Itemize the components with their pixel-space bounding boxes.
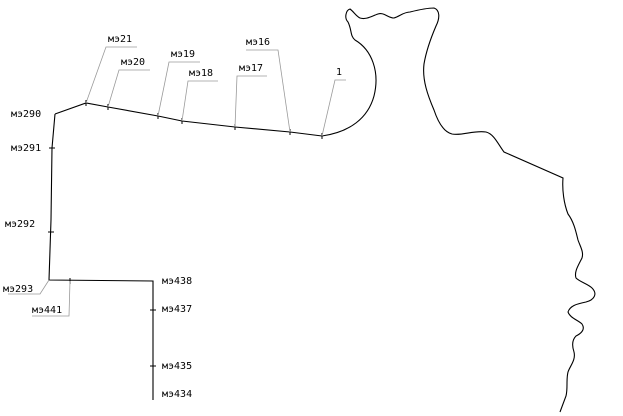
label-mz19: мэ19	[171, 49, 195, 60]
leader-mz16	[246, 49, 291, 133]
boundary-line-top	[54, 7, 596, 413]
label-mz16: мэ16	[246, 37, 270, 48]
leader-mz21	[85, 46, 137, 104]
point-markers	[48, 100, 323, 367]
point-labels: мэ21 мэ20 мэ19 мэ18 мэ17 мэ16 1 мэ290 мэ…	[3, 34, 342, 400]
label-mz434: мэ434	[162, 389, 192, 400]
leader-mz20	[107, 69, 150, 108]
label-mz291: мэ291	[11, 143, 41, 154]
leader-mz441	[32, 280, 71, 317]
label-p1: 1	[336, 67, 342, 78]
leader-mz19	[157, 61, 200, 117]
label-mz290: мэ290	[11, 109, 41, 120]
label-mz435: мэ435	[162, 361, 192, 372]
label-mz21: мэ21	[108, 34, 132, 45]
label-mz20: мэ20	[121, 57, 145, 68]
leader-mz18	[181, 80, 218, 122]
leader-mz293	[8, 279, 50, 295]
label-mz437: мэ437	[162, 304, 192, 315]
label-mz293: мэ293	[3, 284, 33, 295]
leader-lines	[8, 46, 346, 317]
label-mz441: мэ441	[32, 305, 62, 316]
label-mz17: мэ17	[239, 63, 263, 74]
leader-p1	[321, 79, 346, 137]
label-mz18: мэ18	[189, 68, 213, 79]
leader-mz17	[234, 75, 267, 128]
label-mz438: мэ438	[162, 276, 192, 287]
label-mz292: мэ292	[5, 219, 35, 230]
boundary-line-left	[48, 113, 154, 400]
